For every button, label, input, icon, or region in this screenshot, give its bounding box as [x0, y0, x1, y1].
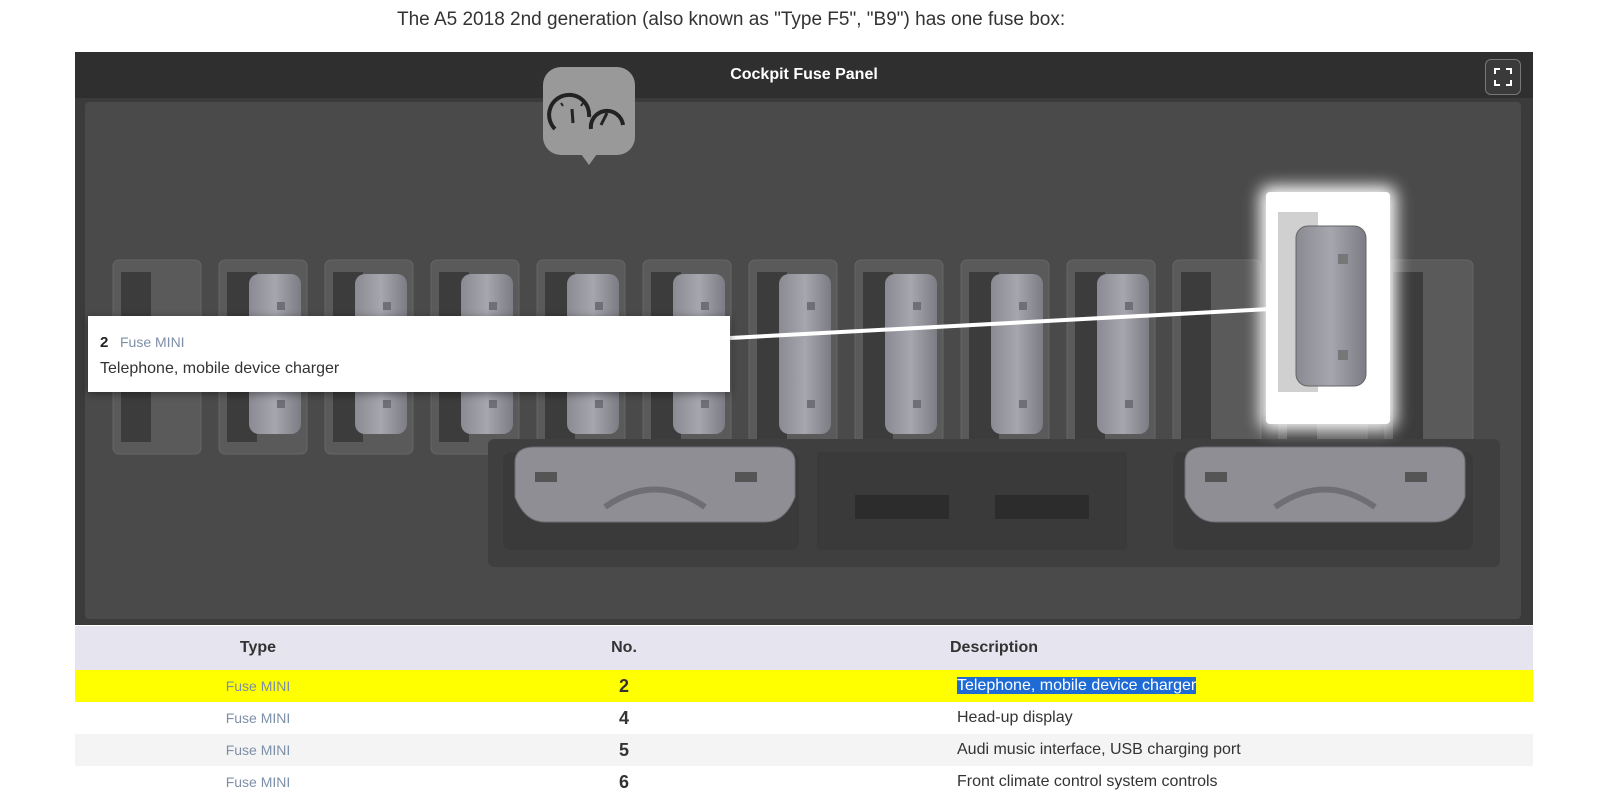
row-description: Telephone, mobile device charger [807, 670, 1533, 702]
row-description: Front climate control system controls [957, 773, 1218, 790]
row-description: Audi music interface, USB charging port [807, 734, 1533, 766]
fuse-slot[interactable] [748, 259, 838, 455]
row-number: 6 [618, 771, 629, 792]
large-fuse-right[interactable] [1173, 446, 1473, 550]
gauge-bubble [543, 67, 635, 165]
large-fuse-left[interactable] [503, 446, 799, 550]
table-header: Type No. Description [75, 626, 1533, 670]
header-description: Description [807, 626, 1533, 670]
panel-title: Cockpit Fuse Panel [730, 66, 878, 83]
empty-slot-pair [817, 452, 1127, 550]
table-row[interactable]: Fuse MINI 6 Front climate control system… [75, 766, 1533, 798]
table-row[interactable]: Fuse MINI 2 Telephone, mobile device cha… [75, 670, 1533, 702]
fuse-callout: 2 Fuse MINI Telephone, mobile device cha… [88, 316, 730, 392]
callout-number: 2 [100, 334, 109, 351]
selected-text: Telephone, mobile device charger [957, 677, 1197, 694]
selected-fuse-graphic [1278, 212, 1367, 392]
fullscreen-button[interactable] [1485, 59, 1521, 95]
fuse-slot[interactable] [1066, 259, 1156, 455]
fuse-board-graphic [112, 259, 1500, 567]
row-number: 2 [441, 670, 807, 702]
fuse-slot[interactable] [1172, 259, 1262, 455]
table-row[interactable]: Fuse MINI 4 Head-up display [75, 702, 1533, 734]
row-number: 4 [618, 707, 629, 728]
fuse-slot[interactable] [1384, 259, 1474, 455]
fuse-slot[interactable] [854, 259, 944, 455]
header-no: No. [441, 626, 807, 670]
fuse-table: Type No. Description Fuse MINI 2 Telepho… [75, 626, 1533, 798]
callout-type: Fuse MINI [120, 334, 185, 350]
row-type: Fuse MINI [75, 734, 441, 766]
fullscreen-icon [1494, 68, 1512, 86]
row-number: 5 [441, 734, 807, 766]
selected-fuse-highlight[interactable] [1266, 192, 1390, 424]
header-type: Type [75, 626, 441, 670]
row-description: Head-up display [957, 709, 1073, 726]
callout-description: Telephone, mobile device charger [100, 360, 340, 377]
fuse-slot[interactable] [960, 259, 1050, 455]
row-type: Fuse MINI [225, 710, 291, 726]
intro-text: The A5 2018 2nd generation (also known a… [397, 9, 1066, 30]
row-type: Fuse MINI [225, 774, 291, 790]
gauges-icon [547, 92, 625, 131]
panel-header: Cockpit Fuse Panel [75, 52, 1533, 98]
table-row[interactable]: Fuse MINI 5 Audi music interface, USB ch… [75, 734, 1533, 766]
row-type: Fuse MINI [75, 670, 441, 702]
